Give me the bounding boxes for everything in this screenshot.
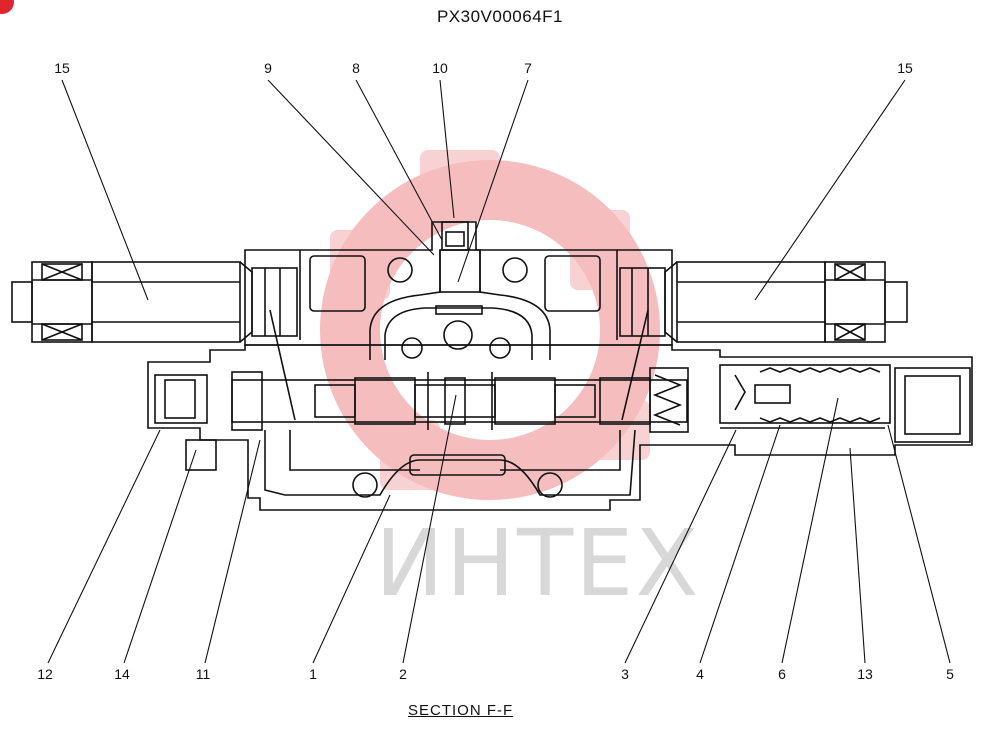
callout-12: 12 — [37, 666, 53, 682]
left-solenoid-coil — [91, 261, 241, 343]
drawing-code: PX30V00064F1 — [436, 7, 564, 26]
callout-7: 7 — [524, 60, 532, 76]
callout-15-left: 15 — [54, 60, 70, 76]
callout-13: 13 — [857, 666, 873, 682]
callout-11: 11 — [195, 666, 211, 682]
callout-4: 4 — [696, 666, 704, 682]
callout-10: 10 — [432, 60, 448, 76]
callout-8: 8 — [352, 60, 360, 76]
section-caption: SECTION F-F — [408, 702, 514, 719]
callout-9: 9 — [264, 60, 272, 76]
right-solenoid-cap — [884, 281, 908, 323]
watermark-text: ИНТЕХ — [375, 510, 701, 617]
callout-5: 5 — [946, 666, 954, 682]
callout-15-right: 15 — [897, 60, 913, 76]
watermark-logo — [320, 150, 660, 500]
callout-1: 1 — [309, 666, 317, 682]
left-port-plug — [154, 374, 208, 424]
right-solenoid-coil — [676, 261, 826, 343]
leader-lines — [47, 79, 951, 664]
callout-2: 2 — [399, 666, 407, 682]
left-solenoid-cap — [11, 281, 33, 323]
callout-14: 14 — [114, 666, 130, 682]
callout-6: 6 — [778, 666, 786, 682]
callout-3: 3 — [621, 666, 629, 682]
main-valve-body — [147, 344, 973, 511]
left-lower-plug — [185, 439, 217, 471]
spring-cartridge — [719, 364, 891, 424]
left-solenoid-nut — [31, 261, 93, 343]
right-end-cap — [894, 367, 971, 443]
valve-body-outline — [11, 221, 973, 511]
